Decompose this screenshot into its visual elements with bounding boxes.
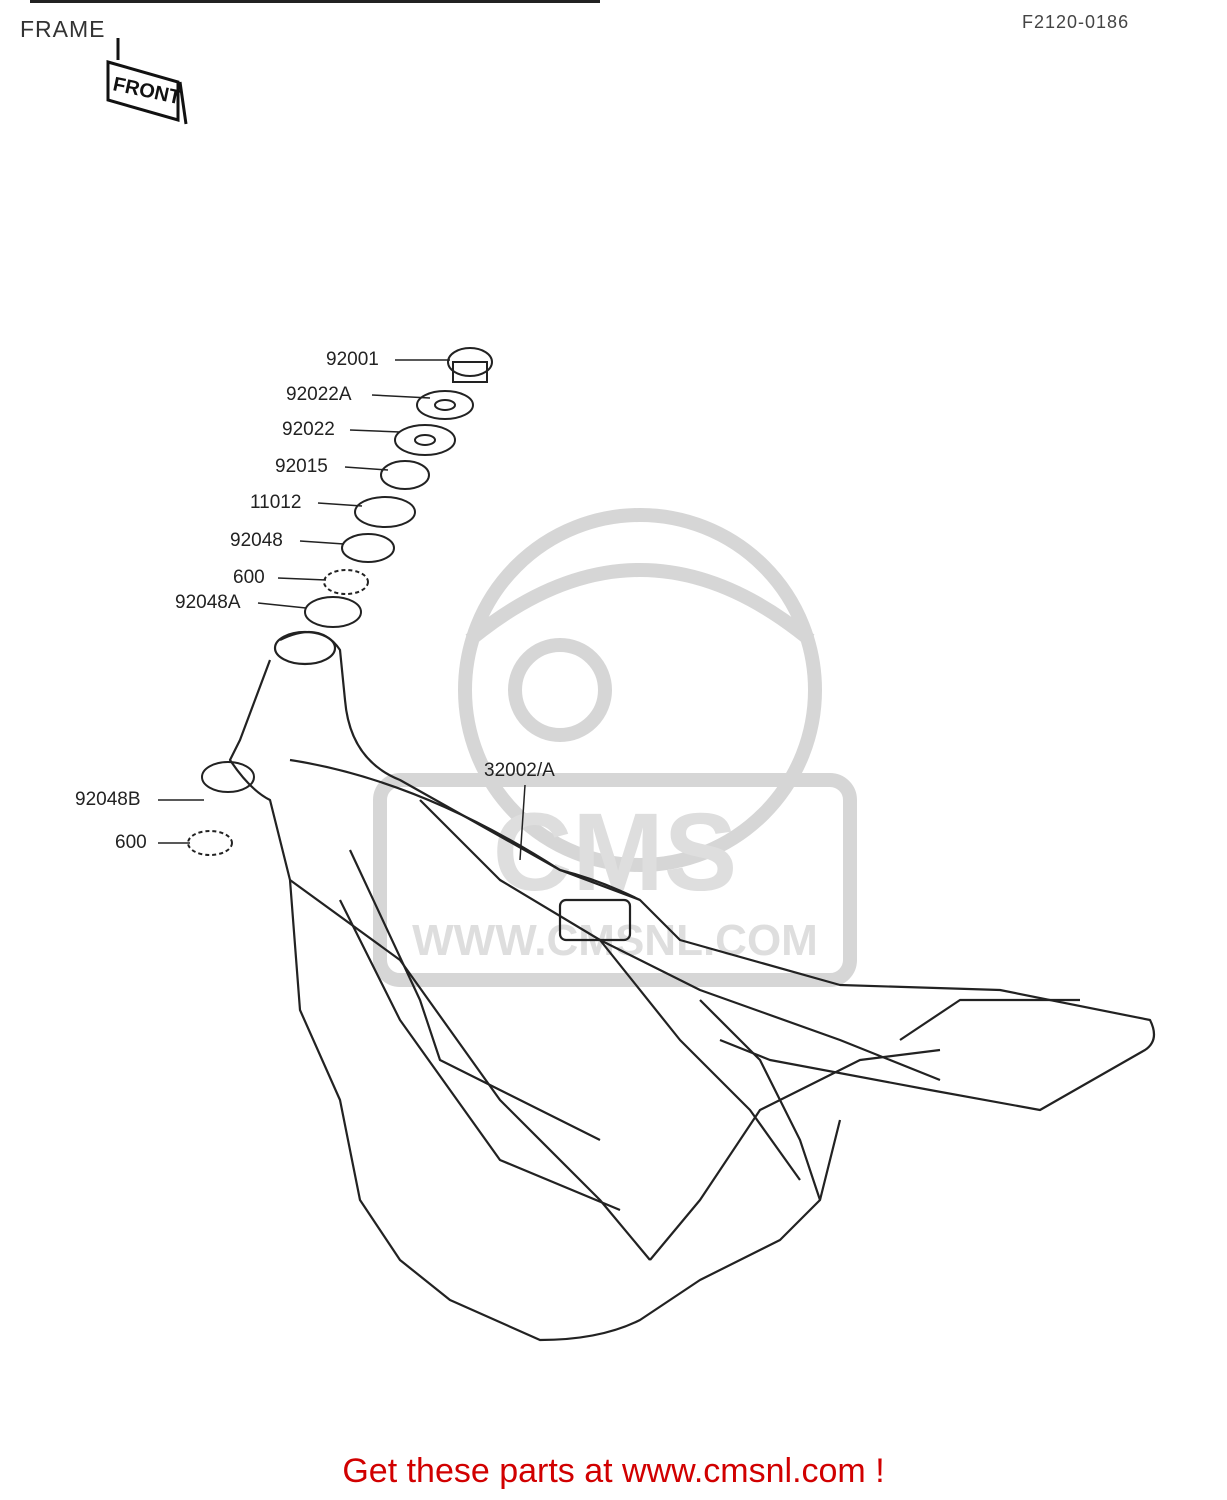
callout-600-lower[interactable]: 600: [115, 832, 147, 853]
callout-32002A[interactable]: 32002/A: [484, 760, 555, 781]
diagram-title: FRAME: [20, 16, 106, 42]
cap-11012-part: [354, 496, 416, 528]
callout-11012[interactable]: 11012: [250, 492, 302, 513]
balls-600b-part: [187, 830, 233, 856]
motorcycle-frame: [228, 630, 1156, 1342]
steering-parts: [187, 347, 493, 856]
callout-92022[interactable]: 92022: [282, 419, 335, 440]
cms-watermark-logo: [373, 508, 857, 987]
callout-92048B[interactable]: 92048B: [75, 789, 141, 810]
callout-92022A[interactable]: 92022A: [286, 384, 352, 405]
nut-92015-part: [380, 460, 430, 490]
leader-lines: [158, 359, 526, 861]
footer-link[interactable]: Get these parts at www.cmsnl.com !: [342, 1452, 885, 1490]
race-92048A-part: [304, 596, 362, 628]
washer-92022-part: [394, 424, 456, 456]
washer-92022A-part: [416, 390, 474, 420]
callout-92001[interactable]: 92001: [326, 349, 379, 370]
race-92048B-part: [201, 761, 255, 793]
race-92048-part: [341, 533, 395, 563]
callout-92048A[interactable]: 92048A: [175, 592, 241, 613]
top-rule: [30, 0, 600, 3]
nut-92001-part: [447, 347, 493, 377]
callout-92048[interactable]: 92048: [230, 530, 283, 551]
front-badge: FRONT: [106, 38, 188, 125]
callout-600-upper[interactable]: 600: [233, 567, 265, 588]
callout-92015[interactable]: 92015: [275, 456, 328, 477]
balls-600-part: [323, 569, 369, 595]
figure-code: F2120-0186: [1022, 12, 1130, 32]
